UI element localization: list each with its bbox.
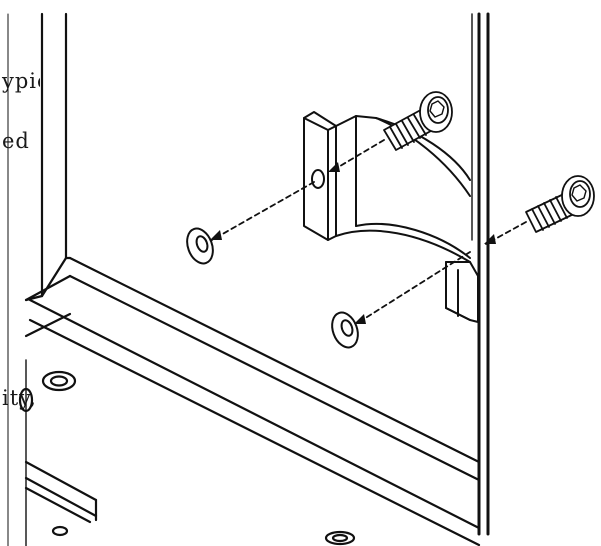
arrow-heads	[210, 162, 496, 324]
upper-washer	[186, 227, 214, 265]
upper-screw	[383, 91, 453, 151]
shelf-holes	[18, 370, 356, 546]
interior-mask	[40, 14, 471, 546]
text-fragment-2: ed	[2, 129, 30, 153]
left-wall	[24, 12, 72, 302]
right-wall	[471, 12, 490, 536]
lower-washer	[331, 311, 359, 349]
shelf-panel	[24, 256, 481, 546]
mounting-bracket	[303, 111, 479, 323]
lower-screw	[525, 175, 595, 233]
